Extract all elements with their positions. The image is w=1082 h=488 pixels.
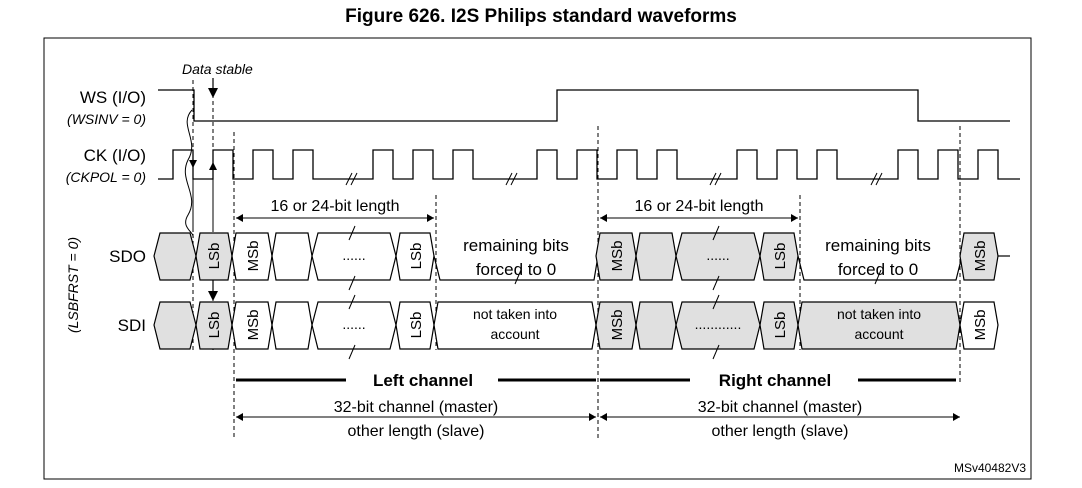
sdi-dots-label: ...... [342, 316, 365, 332]
length-label-left: 16 or 24-bit length [271, 198, 400, 215]
ck-waveform [158, 149, 1020, 180]
ck-break-marks [345, 172, 883, 186]
sdo-remaining-right-line1: remaining bits [825, 236, 931, 255]
sdi-ignored-right-line1: not taken into [837, 306, 921, 322]
figure-frame [43, 37, 1032, 480]
length-label-right: 16 or 24-bit length [635, 198, 764, 215]
sdi-ignored-line2: account [490, 326, 539, 342]
figure-title: Figure 626. I2S Philips standard wavefor… [345, 6, 737, 27]
sdo-remaining-right-line2: forced to 0 [838, 260, 918, 279]
sdi-lsb-right-label: LSb [772, 312, 789, 339]
sdi-cell-bit2-right [635, 301, 677, 350]
sdi-signal-label: SDI [118, 316, 146, 335]
length-right-arrowhead-start [600, 214, 607, 222]
sdo-msb-label: MSb [245, 241, 262, 272]
sdo-dots-label: ...... [342, 247, 365, 263]
data-break-marks [348, 225, 882, 360]
figure-reference: MSv40482V3 [954, 461, 1026, 475]
lsbfrst-label: (LSBFRST = 0) [65, 237, 81, 333]
sdo-lsb-end-label: LSb [408, 243, 425, 270]
left-channel-label: Left channel [373, 371, 473, 390]
length-right-arrowhead-end [791, 214, 798, 222]
sdo-cell-prev [153, 232, 197, 281]
ck-signal-label: CK (I/O) [84, 146, 146, 165]
channel-left-arrowhead-start [236, 413, 243, 421]
timing-arrows [184, 109, 214, 239]
data-stable-label: Data stable [182, 61, 253, 77]
sdi-row [153, 301, 999, 350]
right-channel-master-label: 32-bit channel (master) [698, 399, 863, 416]
sdo-remaining-line1: remaining bits [463, 236, 569, 255]
length-left-arrowhead-start [236, 214, 243, 222]
sdi-lsb-label: LSb [206, 312, 223, 339]
sdo-signal-label: SDO [109, 247, 146, 266]
sdi-ignored-right-line2: account [854, 326, 903, 342]
left-channel-slave-label: other length (slave) [348, 423, 485, 440]
left-channel-master-label: 32-bit channel (master) [334, 399, 499, 416]
ck-condition-label: (CKPOL = 0) [66, 169, 146, 185]
channel-right-arrowhead-end [953, 413, 960, 421]
right-channel-label: Right channel [719, 371, 831, 390]
sdi-sample-arrowhead [208, 291, 218, 301]
channel-right-arrowhead-start [600, 413, 607, 421]
sdi-lsb-end-label: LSb [408, 312, 425, 339]
ws-signal-label: WS (I/O) [80, 88, 146, 107]
sdi-msb-right-label: MSb [609, 310, 626, 341]
sdi-msb-label: MSb [245, 310, 262, 341]
sdo-cell-bit2-right [635, 232, 677, 281]
sdo-dots-right-label: ...... [706, 247, 729, 263]
sdo-msb-right-label: MSb [609, 241, 626, 272]
sdo-lsb-label: LSb [206, 243, 223, 270]
channel-left-arrowhead-end [589, 413, 596, 421]
sdo-remaining-line2: forced to 0 [476, 260, 556, 279]
sdi-ignored-line1: not taken into [473, 306, 557, 322]
sdo-lsb-right-label: LSb [772, 243, 789, 270]
sdi-cell-prev [153, 301, 197, 350]
length-left-arrowhead-end [427, 214, 434, 222]
sdi-dots-right-label: ............ [695, 316, 742, 332]
ws-condition-label: (WSINV = 0) [67, 111, 146, 127]
sdi-msb-next-label: MSb [972, 310, 989, 341]
sdo-row [153, 232, 1010, 281]
data-stable-arrowhead [208, 88, 218, 98]
sdo-cell-bit2 [271, 232, 313, 281]
sdo-msb-next-label: MSb [972, 241, 989, 272]
sdo-forced-zero-line-right [797, 255, 963, 281]
sdi-cell-bit2 [271, 301, 313, 350]
sdi-cell-msb-next [959, 301, 999, 350]
ws-waveform [158, 89, 1010, 122]
right-channel-slave-label: other length (slave) [712, 423, 849, 440]
